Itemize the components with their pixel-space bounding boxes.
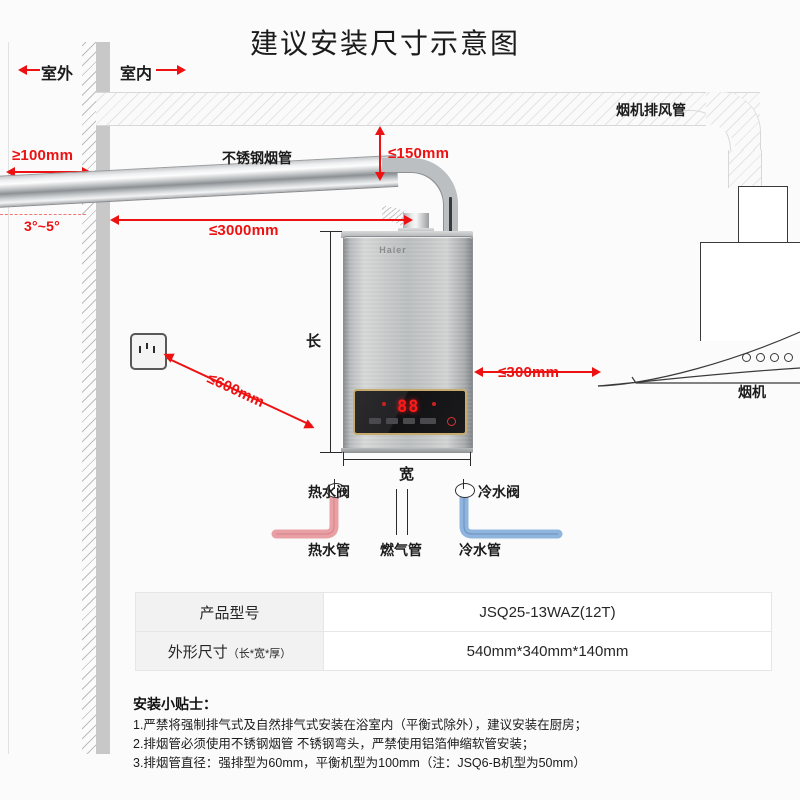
slope-label: 3°~5° xyxy=(24,218,60,234)
tips-list: 1.严禁将强制排气式及自然排气式安装在浴室内（平衡式除外），建议安装在厨房； 2… xyxy=(133,716,763,773)
socket-distance-arrow-head-end xyxy=(303,419,317,433)
hood-duct-label: 烟机排风管 xyxy=(616,102,686,118)
width-label: 宽 xyxy=(399,466,415,483)
panel-button-3[interactable] xyxy=(403,418,415,424)
tip-item-2: 2.排烟管必须使用不锈钢烟管 不锈钢弯头，严禁使用铝箔伸缩软管安装； xyxy=(133,737,535,751)
panel-button-row[interactable] xyxy=(369,418,436,424)
wall-hatching xyxy=(82,42,96,754)
length-label: 长 xyxy=(306,333,322,350)
width-dim-cap-right xyxy=(470,452,471,466)
water-heater-body: Haier 88 xyxy=(343,236,473,452)
flue-length-line xyxy=(118,219,408,221)
ceiling-gap-line xyxy=(379,134,381,174)
tip-item-1: 1.严禁将强制排气式及自然排气式安装在浴室内（平衡式除外），建议安装在厨房； xyxy=(133,718,588,732)
spec-table-body: 产品型号 JSQ25-13WAZ(12T) 外形尺寸（长*宽*厚） 540mm*… xyxy=(135,592,772,671)
panel-indicator-left xyxy=(382,402,386,406)
haier-logo: Haier xyxy=(379,245,407,255)
socket-slot-left xyxy=(139,346,141,353)
length-dim-cap-top xyxy=(320,231,342,232)
spec-key-model: 产品型号 xyxy=(135,592,324,632)
temperature-display: 88 xyxy=(397,397,420,417)
tip-item-3: 3.排烟管直径：强排型为60mm，平衡机型为100mm（注：JSQ6-B机型为5… xyxy=(133,756,586,770)
page-title: 建议安装尺寸示意图 xyxy=(250,28,521,59)
wall-clearance-arrow-left xyxy=(6,167,15,177)
hood-distance-line xyxy=(482,371,596,373)
tips-heading: 安装小贴士： xyxy=(133,696,217,712)
panel-indicator-right xyxy=(432,402,436,406)
ceiling-gap-arrow-down xyxy=(375,172,385,181)
indoor-label: 室内 xyxy=(120,66,153,83)
panel-button-4[interactable] xyxy=(420,418,436,424)
hood-light-2 xyxy=(756,353,765,362)
hood-canopy xyxy=(597,331,800,387)
hood-distance-label: ≤300mm xyxy=(498,364,560,381)
spec-key-model-text: 产品型号 xyxy=(199,604,260,622)
ceiling-slab xyxy=(96,92,706,126)
hood-light-1 xyxy=(742,353,751,362)
spec-table: 产品型号 JSQ25-13WAZ(12T) 外形尺寸（长*宽*厚） 540mm*… xyxy=(135,592,772,671)
slope-reference-dashed xyxy=(0,214,86,215)
outdoor-arrow-line xyxy=(26,69,40,71)
width-dim-line xyxy=(343,459,471,460)
spec-value-model: JSQ25-13WAZ(12T) xyxy=(323,592,772,632)
socket-slot-mid xyxy=(146,343,148,349)
flue-length-label: ≤3000mm xyxy=(209,222,279,239)
panel-button-1[interactable] xyxy=(369,418,381,424)
socket-slot-right xyxy=(153,346,155,353)
power-button-icon[interactable] xyxy=(447,417,456,426)
table-row: 外形尺寸（长*宽*厚） 540mm*340mm*140mm xyxy=(135,631,772,671)
hood-light-4 xyxy=(784,353,793,362)
hood-control-lights xyxy=(742,353,793,362)
hot-water-valve-stem xyxy=(334,479,336,489)
cold-water-valve-label: 冷水阀 xyxy=(478,484,520,500)
spec-key-dimensions-text: 外形尺寸 xyxy=(167,643,228,661)
ceiling-gap-label: ≤150mm xyxy=(388,145,450,162)
outdoor-label: 室外 xyxy=(41,66,74,83)
control-panel[interactable]: 88 xyxy=(353,389,467,435)
hood-body xyxy=(700,242,800,341)
socket-distance-label: ≤600mm xyxy=(204,369,268,412)
table-row: 产品型号 JSQ25-13WAZ(12T) xyxy=(135,592,772,632)
ceiling-gap-arrow-up xyxy=(375,126,385,135)
outdoor-arrow-head xyxy=(18,65,27,75)
power-socket-icon xyxy=(130,333,167,370)
length-dim-cap-bottom xyxy=(320,452,342,453)
cold-water-valve-stem xyxy=(463,479,465,489)
range-hood-label: 烟机 xyxy=(738,384,766,400)
heater-top-cap xyxy=(341,231,473,238)
flue-length-arrow-left xyxy=(110,215,119,225)
gas-pipe-label: 燃气管 xyxy=(380,542,422,558)
hood-distance-arrow-right xyxy=(592,367,601,377)
length-dim-line xyxy=(330,231,331,452)
hot-water-valve-icon xyxy=(326,483,346,498)
spec-key-dimensions-sub: （长*宽*厚） xyxy=(227,647,292,660)
hot-water-pipe-label: 热水管 xyxy=(308,542,350,558)
spec-key-dimensions: 外形尺寸（长*宽*厚） xyxy=(135,631,324,671)
panel-button-2[interactable] xyxy=(386,418,398,424)
hot-water-pipe-graphic xyxy=(271,485,339,539)
cold-water-pipe-label: 冷水管 xyxy=(459,542,501,558)
wall-clearance-label: ≥100mm xyxy=(12,147,74,164)
wall-clearance-line xyxy=(14,171,84,173)
cold-water-valve-icon xyxy=(455,483,475,498)
exterior-wall xyxy=(96,42,110,754)
hot-water-valve-label: 热水阀 xyxy=(308,484,350,500)
flue-pipe-label: 不锈钢烟管 xyxy=(222,150,292,166)
hood-light-3 xyxy=(770,353,779,362)
gas-pipe-graphic xyxy=(396,489,408,535)
cold-water-pipe-graphic xyxy=(459,485,563,539)
heater-antenna xyxy=(449,197,452,235)
hood-duct-vertical xyxy=(728,150,762,188)
spec-value-dimensions: 540mm*340mm*140mm xyxy=(323,631,772,671)
flue-length-arrow-right xyxy=(404,215,413,225)
indoor-arrow-line xyxy=(156,69,178,71)
hood-distance-arrow-left xyxy=(474,367,483,377)
indoor-arrow-head xyxy=(177,65,186,75)
heater-bottom-cap xyxy=(341,448,473,453)
page-frame-line xyxy=(8,42,9,754)
hood-chimney xyxy=(738,186,788,243)
